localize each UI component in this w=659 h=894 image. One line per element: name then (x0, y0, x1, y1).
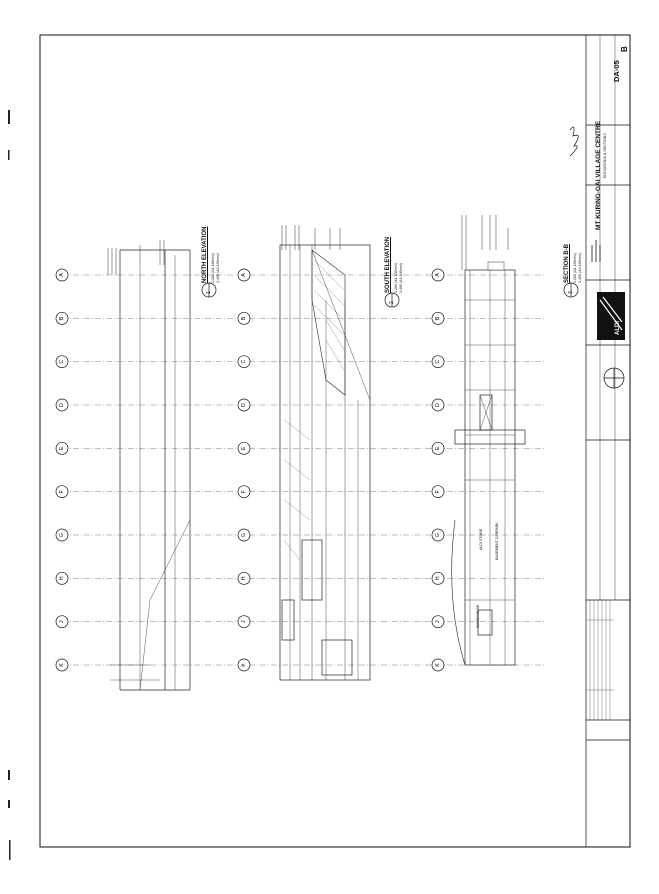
grid-bubble-F-2 (237, 485, 251, 499)
grid-bubble-A-3 (431, 268, 445, 282)
grid-bubble-label-J-1: J (59, 620, 65, 623)
room-label-aldi-store: ALDI STORE (479, 528, 483, 550)
grid-bubble-label-K-1: K (59, 663, 65, 667)
section-bb-level-markers (461, 215, 509, 271)
grid-bubble-D-3 (431, 398, 445, 412)
grid-bubble-label-B-1: B (59, 316, 65, 320)
grid-bubble-label-A-3: A (435, 273, 441, 277)
grid-bubble-G-2 (237, 528, 251, 542)
drawing-title-symbols (201, 282, 579, 308)
grid-bubble-F-3 (431, 485, 445, 499)
revision-table-lines (586, 600, 614, 720)
drawing-3-scale-a3: 1:400 (A3 100mm) (578, 253, 582, 283)
grid-bubble-J-3 (431, 615, 445, 629)
grid-bubble-label-E-1: E (59, 446, 65, 450)
revision-letter: B (620, 46, 629, 52)
drawing-3-scale-a1: 1:200 (A1 100mm) (573, 253, 577, 283)
drawing-1-scale-a3: 1:400 (A3 100mm) (216, 253, 220, 283)
grid-bubble-E-2 (237, 441, 251, 455)
grid-bubble-J-1 (55, 615, 69, 629)
grid-bubble-J-2 (237, 615, 251, 629)
grid-bubble-label-B-3: B (435, 316, 441, 320)
grid-bubble-label-G-2: G (241, 533, 247, 537)
aldi-logo (597, 292, 625, 340)
grid-bubble-K-1 (55, 658, 69, 672)
grid-bubble-label-C-1: C (59, 359, 65, 363)
section-bb-drawing (451, 269, 526, 666)
grid-bubble-B-1 (55, 311, 69, 325)
sheet-border (39, 34, 631, 848)
grid-bubble-label-B-2: B (241, 316, 247, 320)
drawing-1-title: NORTH ELEVATION (202, 226, 208, 283)
grid-bubble-D-1 (55, 398, 69, 412)
drawing-2-number: 2 (389, 301, 395, 304)
drawing-3-number: 3 (568, 291, 574, 294)
grid-bubble-label-H-1: H (59, 576, 65, 580)
grid-bubble-D-2 (237, 398, 251, 412)
title-block (585, 34, 631, 848)
grid-bubble-label-E-2: E (241, 446, 247, 450)
drawing-1-number: 1 (206, 291, 212, 294)
grid-bubble-label-H-2: H (241, 576, 247, 580)
grid-bubble-label-F-1: F (59, 490, 65, 493)
north-elevation-drawing (110, 249, 191, 691)
drawing-2-title: SOUTH ELEVATION (385, 236, 391, 293)
drawing-3-title: SECTION B-B (564, 244, 570, 283)
grid-bubble-G-1 (55, 528, 69, 542)
grid-bubble-label-J-2: J (241, 620, 247, 623)
room-label-warehouse: WAREHOUSE (476, 604, 480, 628)
grid-bubble-A-2 (237, 268, 251, 282)
south-elevation-hatching (283, 259, 345, 561)
grid-bubble-C-1 (55, 355, 69, 369)
grid-bubble-K-2 (237, 658, 251, 672)
grid-bubble-label-A-2: A (241, 273, 247, 277)
grid-bubble-label-K-2: K (241, 663, 247, 667)
aldi-logo-text: ALDI (615, 321, 621, 335)
drawing-number: DA-05 (612, 60, 621, 82)
architect-logo-icon (591, 240, 601, 262)
north-elevation-level-markers (107, 240, 165, 275)
grid-bubble-label-G-3: G (435, 533, 441, 537)
grid-bubble-label-E-3: E (435, 446, 441, 450)
project-name: MT KURING-GAI VILLAGE CENTRE (595, 120, 602, 230)
grid-bubble-C-2 (237, 355, 251, 369)
signature-mark (569, 126, 579, 157)
grid-bubble-B-3 (431, 311, 445, 325)
drawing-2-scale-a3: 1:400 (A3 100mm) (399, 263, 403, 293)
grid-bubble-label-F-2: F (241, 490, 247, 493)
grid-bubble-H-2 (237, 571, 251, 585)
drawing-2-scale-a1: 1:200 (A1 100mm) (394, 263, 398, 293)
grid-bubbles: A A A B B B C C C D D D E E E F F F G G G H H H J J J K K K (55, 268, 445, 672)
grid-bubble-E-1 (55, 441, 69, 455)
grid-bubble-label-A-1: A (59, 273, 65, 277)
south-elevation-drawing (279, 244, 371, 681)
grid-bubble-G-3 (431, 528, 445, 542)
grid-bubble-label-H-3: H (435, 576, 441, 580)
grid-bubble-label-C-3: C (435, 359, 441, 363)
grid-bubble-label-C-2: C (241, 359, 247, 363)
grid-bubble-label-G-1: G (59, 533, 65, 537)
grid-bubble-B-2 (237, 311, 251, 325)
grid-bubble-label-K-3: K (435, 663, 441, 667)
grid-bubble-H-1 (55, 571, 69, 585)
grid-bubble-A-1 (55, 268, 69, 282)
drawing-title: ELEVATIONS & SECTIONS (603, 133, 607, 178)
grid-bubble-label-D-2: D (241, 403, 247, 407)
room-label-basement-carpark: BASEMENT CARPARK (495, 522, 499, 560)
grid-bubble-F-1 (55, 485, 69, 499)
drawing-1-scale-a1: 1:200 (A1 100mm) (211, 253, 215, 283)
grid-bubble-label-J-3: J (435, 620, 441, 623)
grid-bubble-E-3 (431, 441, 445, 455)
grid-lines (62, 274, 545, 666)
grid-bubble-H-3 (431, 571, 445, 585)
south-elevation-level-markers (281, 225, 341, 250)
grid-bubble-label-F-3: F (435, 490, 441, 493)
grid-bubble-C-3 (431, 355, 445, 369)
grid-bubble-label-D-1: D (59, 403, 65, 407)
grid-bubble-K-3 (431, 658, 445, 672)
grid-bubble-label-D-3: D (435, 403, 441, 407)
scan-edge-marks (8, 110, 11, 860)
north-point-icon (603, 367, 625, 389)
